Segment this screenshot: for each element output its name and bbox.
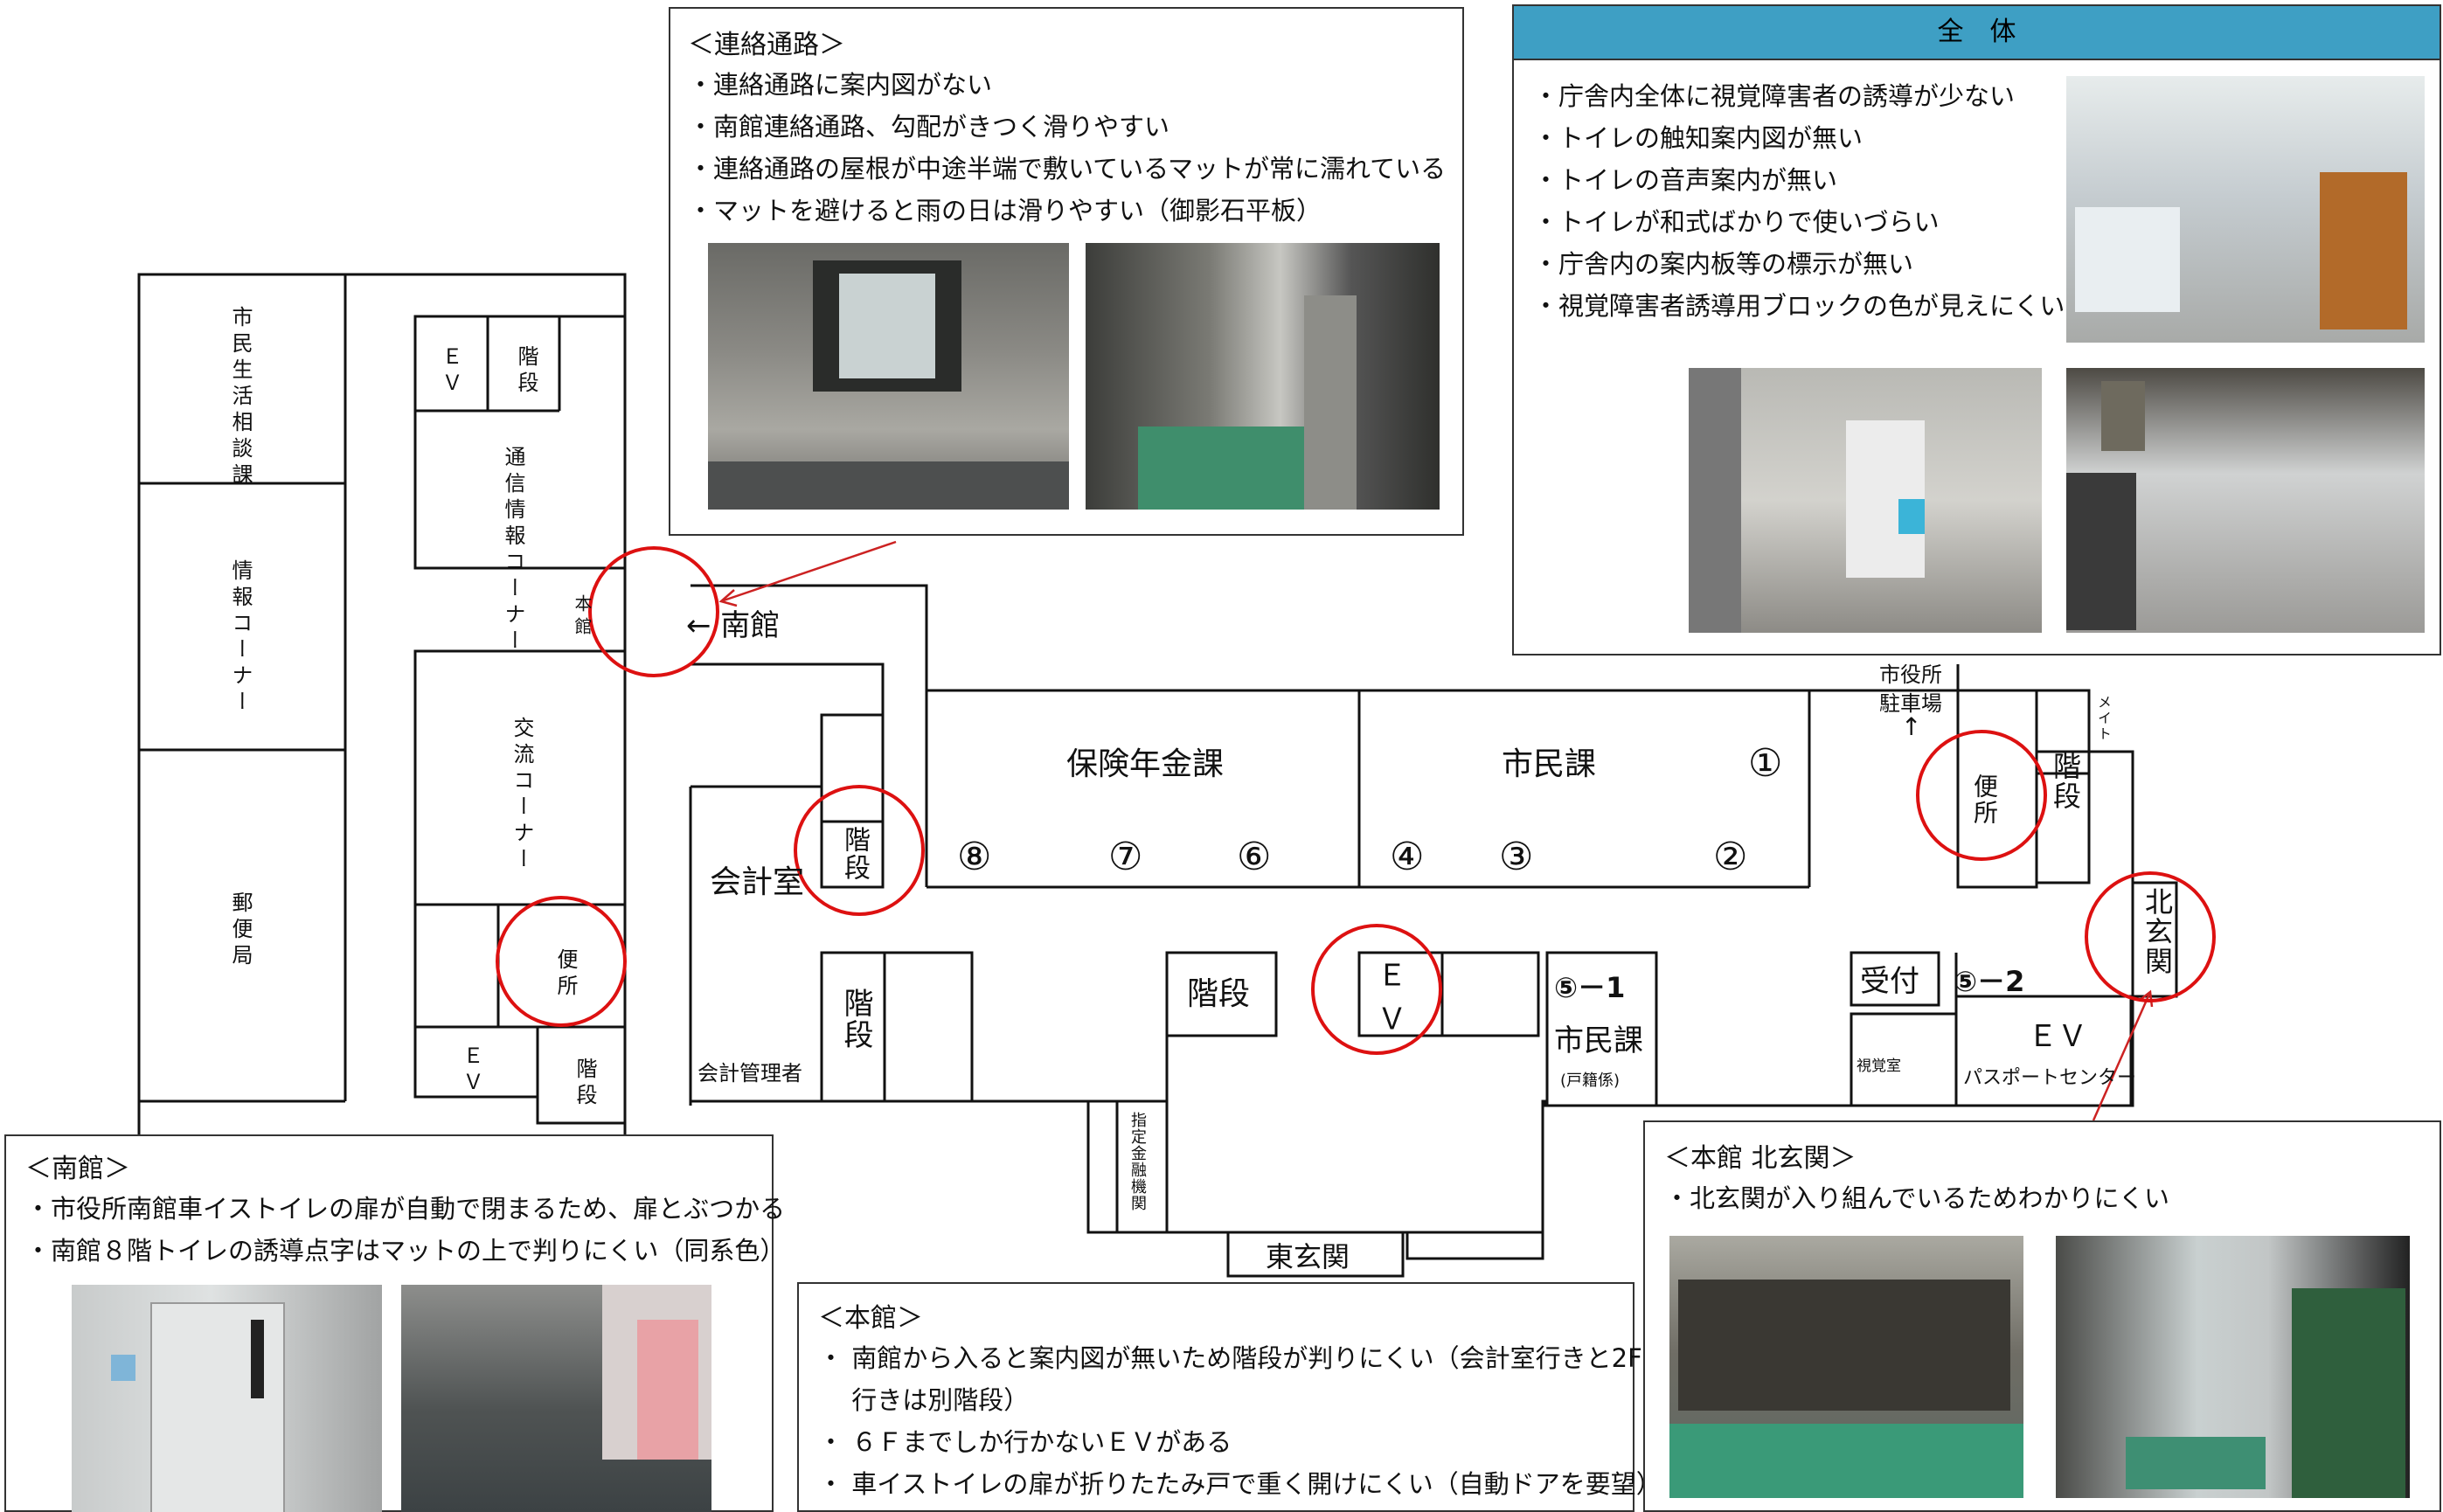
nankan-item-1: ・市役所南館車イストイレの扉が自動で閉まるため、扉とぶつかる (25, 1194, 786, 1224)
zentai-item-6: ・視覚障害者誘導用ブロックの色が見えにくい (1533, 291, 2065, 321)
label-nankan-arrow: ← 南館 (686, 608, 781, 643)
zentai-header-text: 全 体 (1937, 17, 2016, 47)
parking-arrow-icon: ↑ (1901, 712, 1922, 741)
zentai-box: 全 体 ・庁舎内全体に視覚障害者の誘導が少ない ・トイレの触知案内図が無い ・ト… (1512, 4, 2441, 655)
label-mate: メイト (2095, 695, 2112, 742)
counter-3: ③ (1499, 835, 1534, 879)
label-benjo-main: 便所 (1970, 773, 1999, 826)
zentai-item-4: ・トイレが和式ばかりで使いづらい (1533, 207, 1940, 237)
nankan-box: ＜南館＞ ・市役所南館車イストイレの扉が自動で閉まるため、扉とぶつかる ・南館８… (4, 1134, 785, 1512)
label-kaidan-upper: 階段 (839, 826, 870, 882)
counter-4: ④ (1390, 835, 1425, 879)
label-kaidan-center: 階段 (1187, 976, 1251, 1012)
label-shichosho: 視覚室 (1857, 1058, 1901, 1075)
label-kaidan-top: 階段 (514, 345, 538, 398)
renraku-item-1: ・連絡通路に案内図がない (688, 70, 993, 100)
zentai-header: 全 体 (1514, 6, 2440, 60)
label-benjo-left: 便所 (553, 948, 578, 1001)
label-shiminka2: 市民課 (1554, 1023, 1643, 1058)
label-shiyakusho: 市役所 (1879, 662, 1942, 687)
zentai-item-2: ・トイレの触知案内図が無い (1533, 123, 1863, 153)
label-chushajo: 駐車場 (1879, 691, 1942, 716)
label-hoken: 保険年金課 (1066, 746, 1225, 782)
honkan-title: ＜本館＞ (818, 1303, 923, 1334)
nankan-item-2: ・南館８階トイレの誘導点字はマットの上で判りにくい（同系色） (25, 1236, 786, 1266)
honkan-item-1b: 行きは別階段） (818, 1385, 1030, 1415)
label-kaikei: 会計室 (710, 864, 805, 900)
label-shimin-seikatsu: 市民生活相談課 (228, 306, 253, 489)
honkan-box: ＜本館＞ ・ 南館から入ると案内図が無いため階段が判りにくい（会計室行きと2F … (797, 1282, 1662, 1512)
label-koryu: 交流コーナー (510, 717, 534, 874)
nankan-title: ＜南館＞ (25, 1154, 130, 1184)
label-koseki: (戸籍係) (1560, 1072, 1621, 1090)
kitagenkan-title: ＜本館 北玄関＞ (1664, 1143, 1857, 1174)
label-higashi: 東玄関 (1266, 1240, 1350, 1273)
renraku-title: ＜連絡通路＞ (688, 30, 845, 60)
photo-zentai-1 (2066, 76, 2425, 343)
label-kita: 北玄関 (2141, 887, 2174, 976)
photo-kita-2 (2056, 1236, 2410, 1498)
renraku-item-4: ・マットを避けると雨の日は滑りやすい（御影石平板） (688, 196, 1322, 225)
counter-6: ⑥ (1237, 835, 1272, 879)
label-num52: ⑤－2 (1954, 965, 2025, 998)
photo-zentai-3 (2066, 368, 2425, 633)
label-ev-top: ＥＶ (438, 345, 462, 398)
renraku-box: ＜連絡通路＞ ・連絡通路に案内図がない ・南館連絡通路、勾配がきつく滑りやすい … (669, 7, 1464, 536)
label-joho-corner: 情報コーナー (228, 559, 253, 717)
label-shitei: 指定金融機関 (1128, 1112, 1147, 1211)
label-honkan: 本館 (572, 594, 593, 640)
honkan-item-2: ・ ６Ｆまでしか行かないＥＶがある (818, 1427, 1232, 1457)
label-kaidan-lower: 階段 (838, 988, 873, 1051)
honkan-item-1: ・ 南館から入ると案内図が無いため階段が判りにくい（会計室行きと2F (818, 1343, 1642, 1373)
photo-kita-1 (1669, 1236, 2023, 1498)
renraku-item-2: ・南館連絡通路、勾配がきつく滑りやすい (688, 112, 1170, 142)
callout-circle-nankan (588, 546, 719, 677)
photo-corridor-2 (1086, 243, 1440, 510)
kitagenkan-item-1: ・北玄関が入り組んでいるためわかりにくい (1664, 1183, 2169, 1213)
photo-corridor-1 (708, 243, 1069, 510)
zentai-item-5: ・庁舎内の案内板等の標示が無い (1533, 249, 1914, 279)
label-tsushin: 通信情報コーナー (501, 446, 525, 655)
zentai-item-3: ・トイレの音声案内が無い (1533, 165, 1838, 195)
label-ev-center: ＥＶ (1371, 960, 1406, 1047)
label-ev-right: ＥＶ (2028, 1019, 2087, 1054)
renraku-item-3: ・連絡通路の屋根が中途半端で敷いているマットが常に濡れている (688, 154, 1447, 184)
kitagenkan-box: ＜本館 北玄関＞ ・北玄関が入り組んでいるためわかりにくい (1643, 1120, 2441, 1512)
label-num51: ⑤－1 (1554, 971, 1626, 1004)
label-passport: パスポートセンター (1963, 1067, 2137, 1089)
label-ev-bottom: ＥＶ (459, 1044, 483, 1097)
honkan-item-3: ・ 車イストイレの扉が折りたたみ戸で重く開けにくい（自動ドアを要望） (818, 1469, 1662, 1499)
zentai-item-1: ・庁舎内全体に視覚障害者の誘導が少ない (1533, 81, 2016, 111)
label-uketsuke: 受付 (1860, 964, 1919, 999)
photo-nankan-2 (401, 1285, 711, 1512)
label-kaikei-kanri: 会計管理者 (698, 1061, 802, 1085)
counter-7: ⑦ (1108, 835, 1143, 879)
counter-1: ① (1748, 741, 1783, 786)
label-kaidan-right: 階段 (2049, 752, 2082, 811)
photo-zentai-2 (1689, 368, 2042, 633)
label-kaidan-bottom: 階段 (573, 1058, 597, 1110)
photo-nankan-1 (72, 1285, 382, 1512)
label-shimin: 市民課 (1502, 746, 1597, 782)
counter-2: ② (1713, 835, 1748, 879)
label-yubinkyoku: 郵便局 (228, 891, 253, 970)
counter-8: ⑧ (957, 835, 992, 879)
